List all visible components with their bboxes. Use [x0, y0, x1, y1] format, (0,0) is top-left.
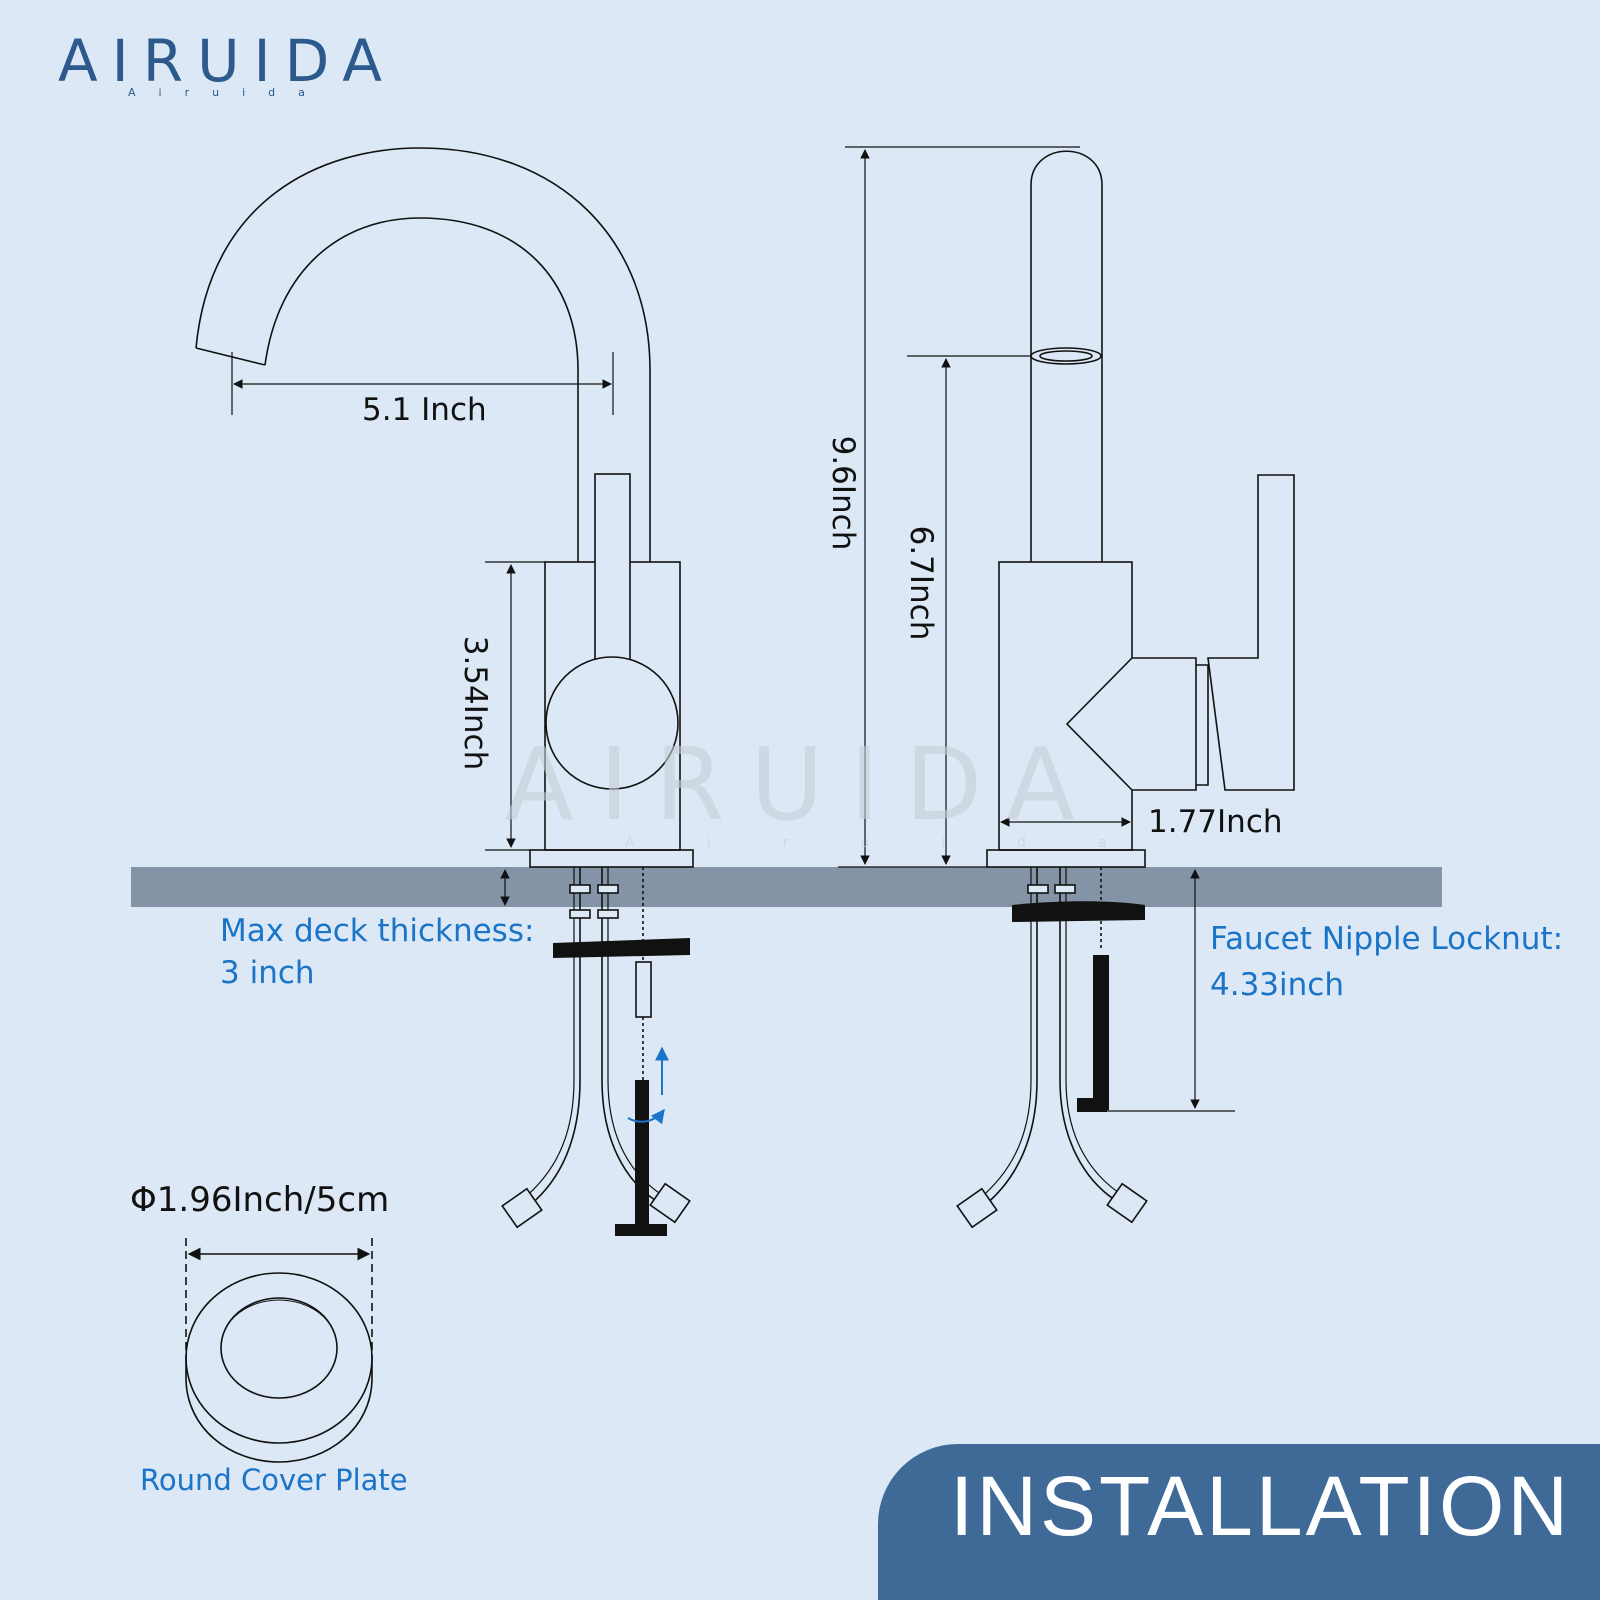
label-total-height: 9.6Inch [825, 435, 861, 551]
note-deck-label: Max deck thickness: [220, 913, 535, 949]
note-nipple-locknut: Faucet Nipple Locknut: 4.33inch [1210, 918, 1563, 1006]
watermark-name: AIRUIDA [505, 726, 1101, 843]
note-nipple-value: 4.33inch [1210, 967, 1344, 1003]
dim-base-height [485, 561, 545, 851]
left-locknut-tool [635, 1080, 649, 1230]
right-locknut-handle [1077, 1098, 1107, 1112]
dim-total-height [838, 146, 1080, 868]
label-cover-diameter: Φ1.96Inch/5cm [130, 1180, 390, 1220]
label-round-cover-plate: Round Cover Plate [140, 1463, 408, 1497]
right-faucet [956, 150, 1295, 1229]
left-mounting-bracket [553, 938, 690, 958]
left-rotate-arrow [627, 1108, 665, 1125]
dim-nipple-locknut [1100, 869, 1235, 1112]
brand-name: AIRUIDA [58, 27, 396, 95]
label-spout-reach: 5.1 Inch [362, 392, 487, 428]
note-deck-value: 3 inch [220, 955, 315, 991]
note-deck-thickness: Max deck thickness: 3 inch [220, 910, 534, 994]
round-cover-plate [185, 1238, 373, 1463]
dim-spout-height [907, 355, 1031, 865]
left-faucet [195, 147, 694, 1229]
watermark-tagline: Airuida [625, 835, 1179, 851]
left-locknut-handle [615, 1224, 667, 1236]
label-base-width: 1.77Inch [1148, 804, 1283, 840]
dim-spout-reach [231, 352, 614, 415]
installation-banner: INSTALLATION [878, 1444, 1600, 1600]
banner-title: INSTALLATION [950, 1459, 1572, 1553]
brand-logo: AIRUIDA Airuida [58, 30, 396, 99]
watermark: AIRUIDA Airuida [505, 726, 1179, 852]
note-nipple-label: Faucet Nipple Locknut: [1210, 921, 1564, 957]
brand-tagline: Airuida [128, 86, 328, 99]
deck-slab [131, 867, 1442, 907]
label-spout-height: 6.7Inch [903, 525, 939, 641]
right-mounting-bracket [1012, 901, 1145, 922]
right-locknut-tool [1093, 955, 1109, 1110]
label-base-height: 3.54Inch [457, 635, 493, 771]
